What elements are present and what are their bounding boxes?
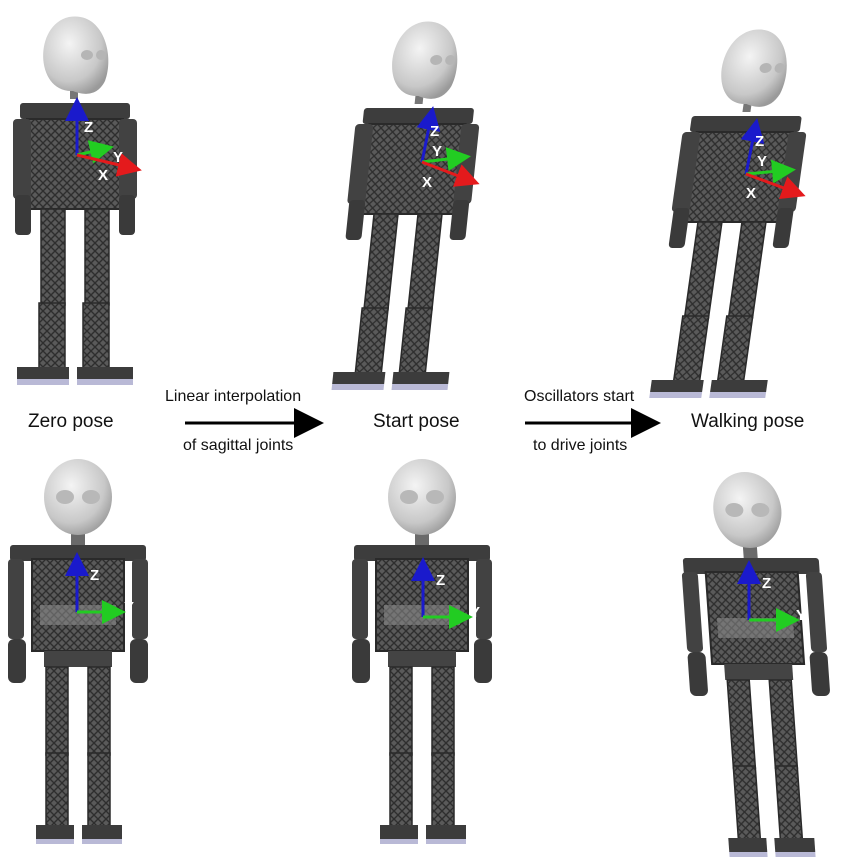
transition-1-line-2: of sagittal joints [183, 437, 293, 455]
transition-2-line-2: to drive joints [533, 437, 627, 455]
axis-label-z: Z [755, 133, 764, 150]
axis-label-x: X [746, 185, 756, 202]
axis-label-z: Z [430, 123, 439, 140]
robot-walking-pose-side [645, 29, 821, 398]
axis-label-y: Y [470, 604, 480, 621]
axis-label-z: Z [762, 575, 771, 592]
axis-label-y: Y [432, 143, 442, 160]
axis-label-y: Y [796, 607, 806, 624]
axis-label-z: Z [84, 119, 93, 136]
robot-zero-pose-front [8, 459, 148, 844]
axis-label-x: X [422, 174, 432, 191]
axis-label-z: Z [90, 567, 99, 584]
axis-label-x: X [98, 167, 108, 184]
axis-label-y: Y [124, 599, 134, 616]
caption-zero-pose: Zero pose [28, 411, 114, 433]
caption-walking-pose: Walking pose [691, 411, 804, 433]
robot-zero-pose-side [13, 16, 137, 385]
caption-start-pose: Start pose [373, 411, 460, 433]
robot-start-pose-side [328, 21, 491, 390]
transition-2-line-1: Oscillators start [524, 388, 634, 406]
axis-label-z: Z [436, 572, 445, 589]
axis-label-y: Y [757, 153, 767, 170]
robot-start-pose-front [352, 459, 492, 844]
robot-walking-pose-front [675, 472, 842, 857]
axis-label-y: Y [113, 149, 123, 166]
transition-1-line-1: Linear interpolation [165, 388, 301, 406]
